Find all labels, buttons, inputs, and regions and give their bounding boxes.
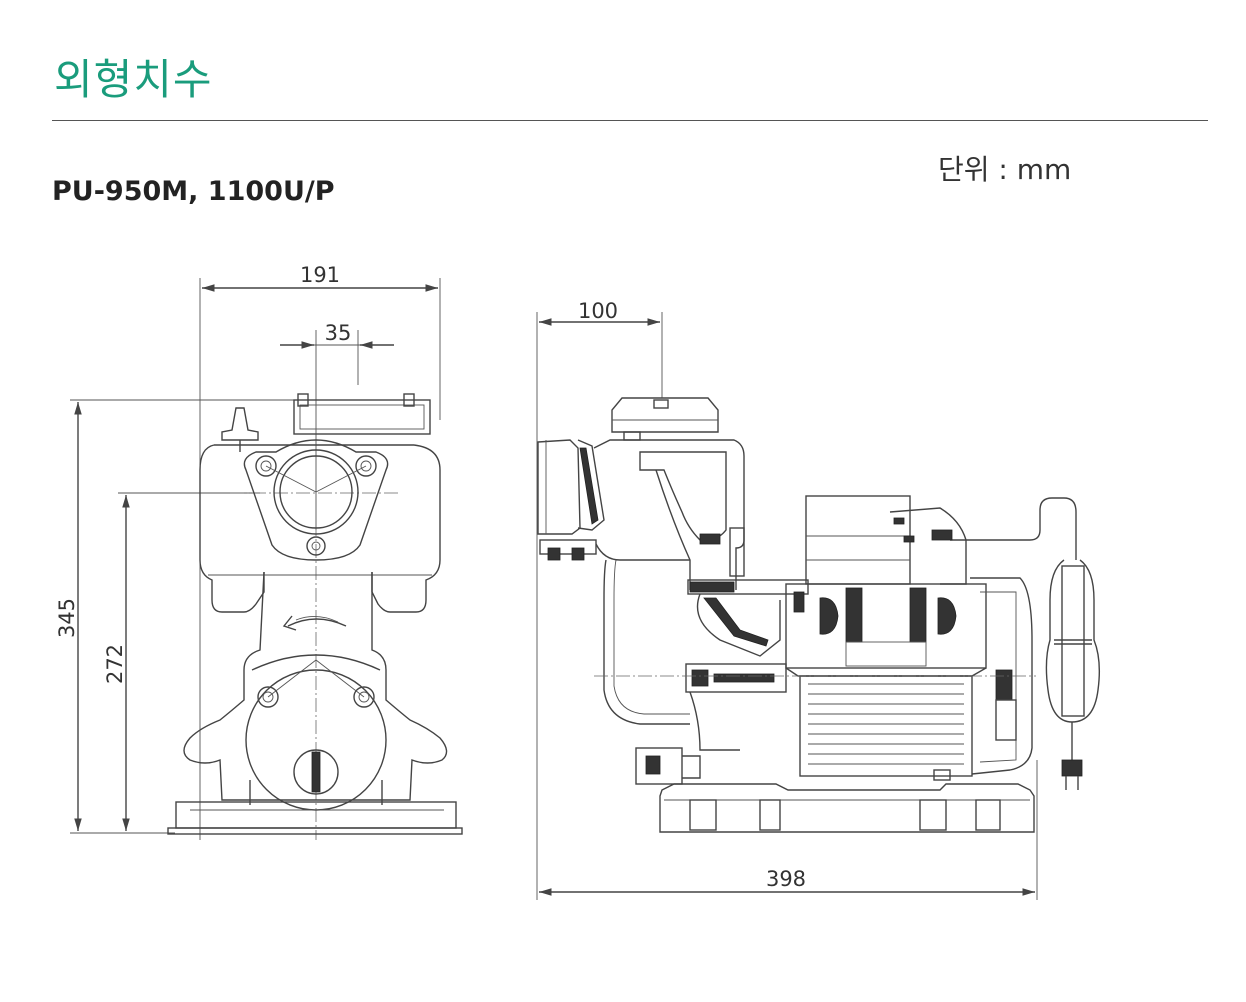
side-view: 100 398 (536, 299, 1101, 900)
model-name: PU-950M, 1100U/P (52, 176, 335, 207)
dim-side-length: 398 (766, 867, 806, 891)
dim-side-offset: 100 (578, 299, 618, 323)
dim-front-center-height: 272 (103, 644, 127, 684)
title-divider (52, 120, 1208, 121)
unit-label: 단위 : mm (938, 153, 1072, 186)
dim-front-outlet: 35 (325, 321, 352, 345)
page-title: 외형치수 (54, 55, 213, 104)
dim-front-width: 191 (300, 263, 340, 287)
dim-front-height: 345 (55, 598, 79, 638)
front-view: 191 35 345 272 (55, 263, 463, 840)
